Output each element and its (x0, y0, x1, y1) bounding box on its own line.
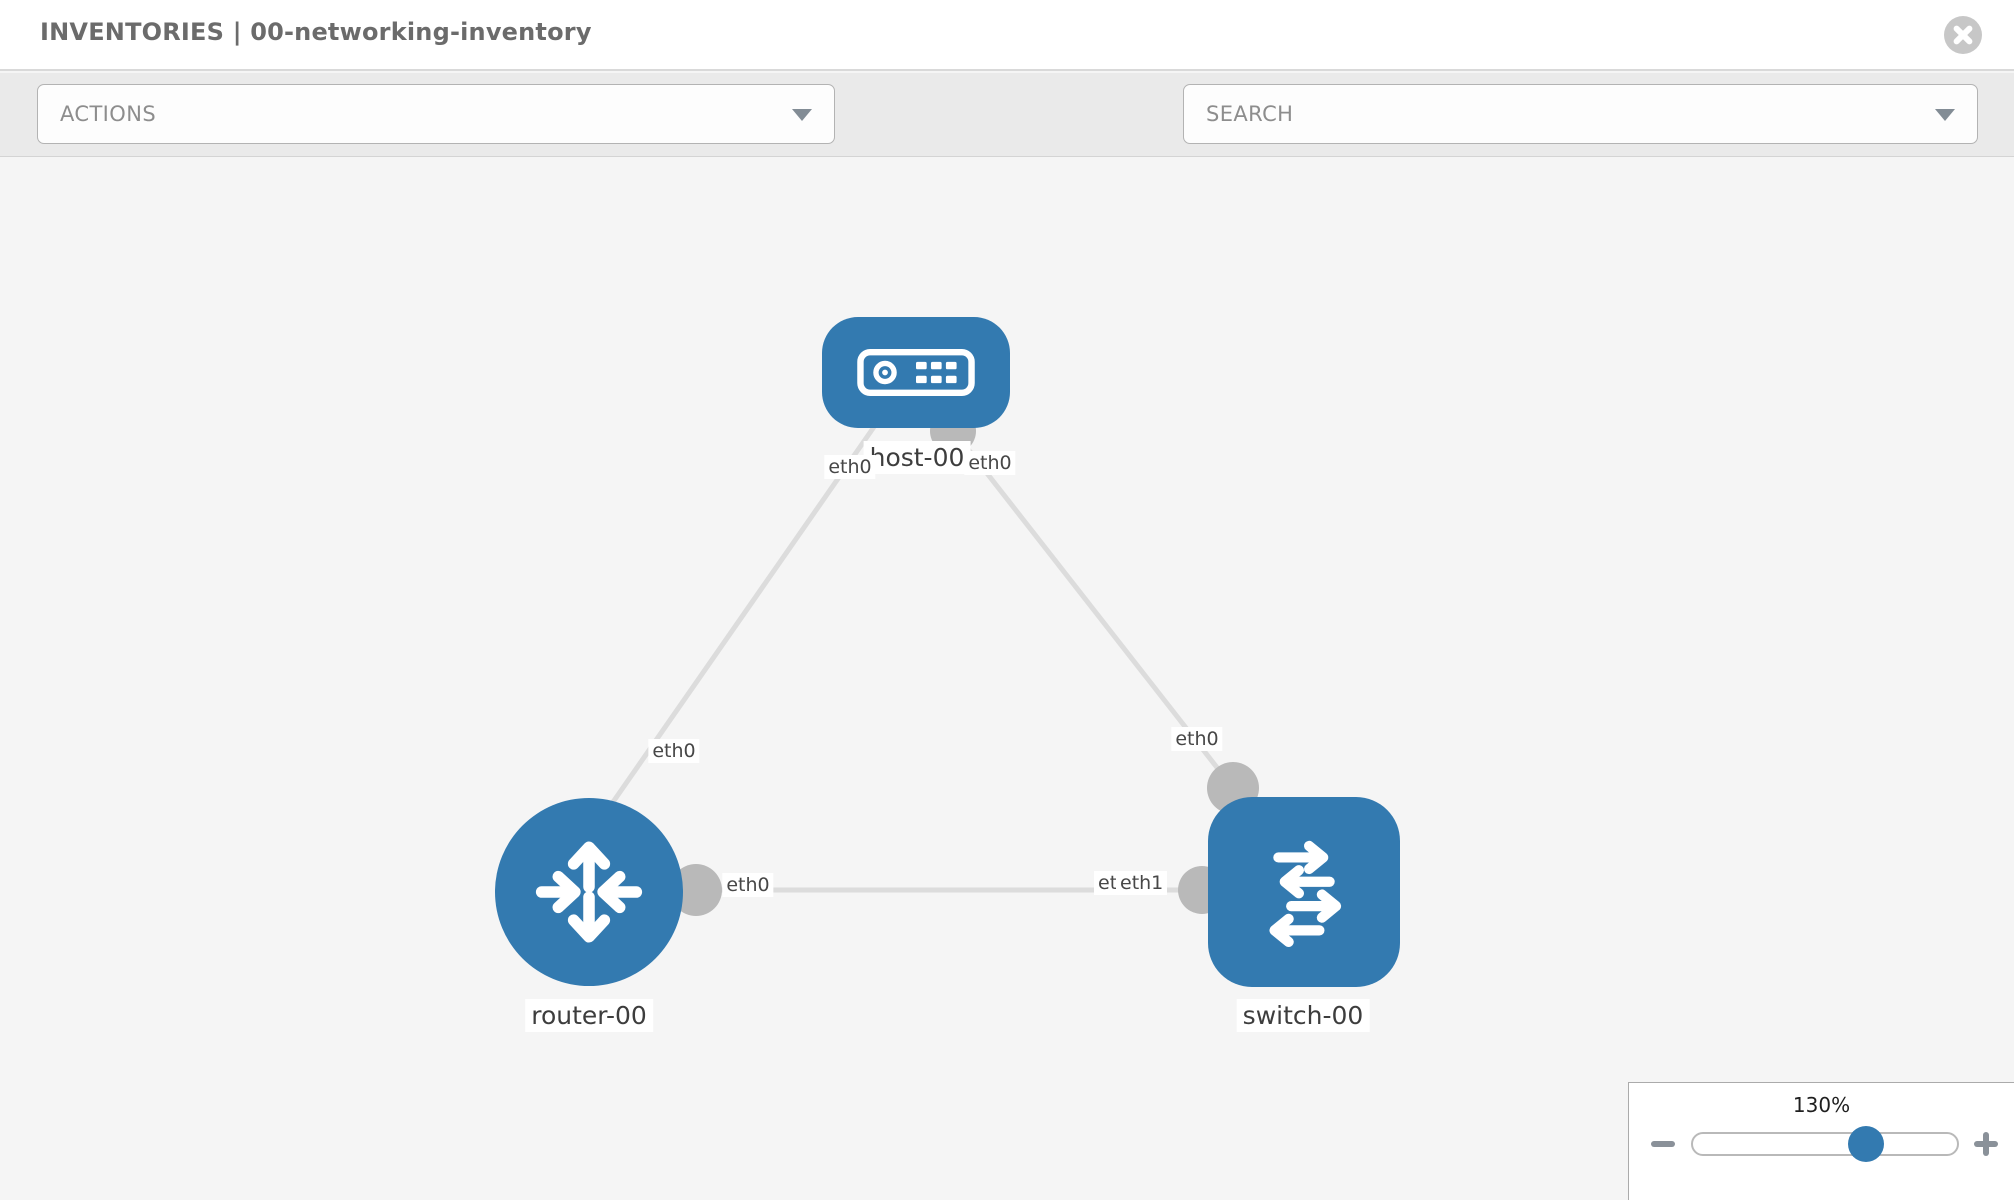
close-button[interactable] (1944, 16, 1982, 54)
zoom-control-panel: 130% (1628, 1082, 2014, 1200)
zoom-in-button[interactable] (1972, 1130, 2000, 1158)
links-layer (601, 422, 1235, 893)
link-host-router[interactable] (601, 422, 879, 817)
node-label-switch-00: switch-00 (1236, 999, 1370, 1032)
zoom-slider-track[interactable] (1691, 1126, 1959, 1162)
search-dropdown[interactable]: SEARCH (1183, 84, 1978, 144)
router-icon (535, 841, 643, 943)
zoom-level-value: 130% (1792, 1093, 1851, 1117)
node-switch-00[interactable] (1208, 797, 1400, 987)
zoom-out-button[interactable] (1649, 1130, 1677, 1158)
chevron-down-icon (792, 109, 812, 121)
switch-icon (1269, 840, 1342, 948)
close-icon (1953, 25, 1973, 45)
interface-label-router-eth0-right: eth0 (722, 873, 774, 897)
node-router-00[interactable] (495, 798, 683, 986)
header-bar: INVENTORIES | 00-networking-inventory (0, 0, 2014, 71)
node-label-router-00: router-00 (525, 999, 653, 1032)
interface-label-host-eth0-right: eth0 (964, 451, 1016, 475)
topology-canvas[interactable]: host-00 router-00 switch-00 eth0 eth0 et… (0, 158, 2014, 1200)
interface-label-router-eth0-top: eth0 (648, 739, 700, 763)
node-label-host-00: host-00 (863, 441, 971, 474)
node-host-00[interactable] (822, 317, 1010, 428)
zoom-slider-thumb[interactable] (1848, 1126, 1884, 1162)
interface-label-switch-eth1: eth1 (1116, 871, 1168, 895)
search-dropdown-label: SEARCH (1206, 102, 1294, 126)
actions-dropdown[interactable]: ACTIONS (37, 84, 835, 144)
actions-dropdown-label: ACTIONS (60, 102, 157, 126)
chevron-down-icon (1935, 109, 1955, 121)
interface-label-switch-eth0-top: eth0 (1171, 727, 1223, 751)
page-title: INVENTORIES | 00-networking-inventory (40, 18, 592, 46)
interface-label-host-eth0-left: eth0 (824, 455, 876, 479)
host-icon (857, 349, 975, 396)
toolbar: ACTIONS SEARCH (0, 73, 2014, 157)
